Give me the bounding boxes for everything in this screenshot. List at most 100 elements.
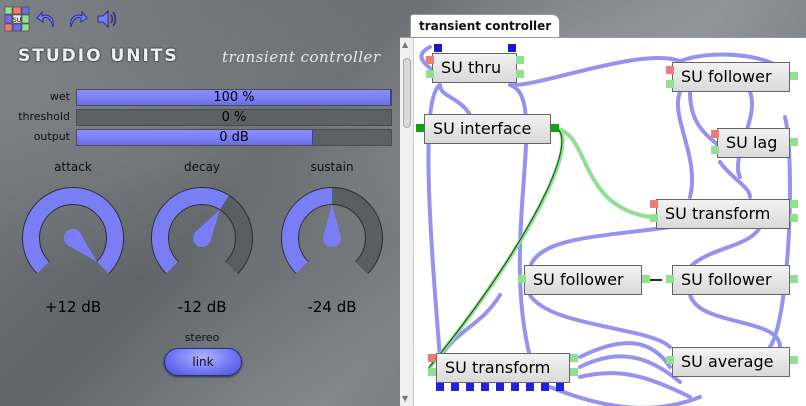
knob-value-arc <box>152 188 229 274</box>
port-in[interactable] <box>666 80 674 88</box>
port-out[interactable] <box>790 356 798 364</box>
knob-pointer <box>194 209 221 243</box>
wire <box>426 83 442 359</box>
port-in[interactable] <box>666 66 674 74</box>
port-blue[interactable] <box>434 44 442 52</box>
port-blue[interactable] <box>466 383 474 391</box>
wire-green <box>557 127 651 219</box>
output-slider[interactable]: 0 dB <box>76 129 392 146</box>
knob-value-sustain: -24 dB <box>307 298 357 316</box>
knob-pointer <box>66 231 98 263</box>
wire <box>508 56 682 88</box>
wire <box>578 341 672 369</box>
threshold-value: 0 % <box>221 110 247 125</box>
port-out[interactable] <box>642 275 650 283</box>
wet-value: 100 % <box>213 90 255 105</box>
module-su-interface[interactable]: SU interface <box>424 114 551 144</box>
port-blue[interactable] <box>526 383 534 391</box>
su-badge-text: SU <box>13 17 21 24</box>
redo-icon[interactable] <box>64 6 90 32</box>
scroll-up-arrow-icon[interactable]: ▲ <box>402 40 409 49</box>
output-value: 0 dB <box>219 130 249 145</box>
param-label-threshold: threshold <box>18 110 70 123</box>
port-blue[interactable] <box>541 383 549 391</box>
port-in[interactable] <box>666 275 674 283</box>
port-out[interactable] <box>570 354 578 362</box>
module-label: SU follower <box>681 270 772 289</box>
scroll-thumb[interactable] <box>403 58 411 128</box>
port-in[interactable] <box>711 130 719 138</box>
module-label: SU transform <box>445 358 551 377</box>
port-out[interactable] <box>516 56 524 64</box>
port-in[interactable] <box>518 275 526 283</box>
threshold-slider[interactable]: 0 % <box>76 109 392 126</box>
port-blue[interactable] <box>496 383 504 391</box>
wire <box>508 83 532 359</box>
port-in[interactable] <box>650 214 658 222</box>
module-su-average[interactable]: SU average <box>672 347 790 377</box>
wire <box>548 385 702 406</box>
speaker-icon[interactable] <box>94 6 120 32</box>
tab-transient-controller[interactable]: transient controller <box>410 14 561 38</box>
wire <box>676 90 694 199</box>
knob-attack-group: attack +12 dB <box>13 160 133 320</box>
port-blue[interactable] <box>481 383 489 391</box>
port-blue[interactable] <box>511 383 519 391</box>
port-blue[interactable] <box>451 383 459 391</box>
wire <box>578 354 682 384</box>
module-su-follower-left[interactable]: SU follower <box>524 265 642 295</box>
port-in[interactable] <box>428 354 436 362</box>
attack-knob[interactable] <box>13 178 133 296</box>
toolbar: SU <box>4 6 120 32</box>
port-in[interactable] <box>416 124 424 132</box>
knob-value-arc <box>23 188 123 274</box>
port-out[interactable] <box>790 138 798 146</box>
param-threshold: threshold 0 % <box>0 109 400 127</box>
port-in[interactable] <box>426 56 434 64</box>
port-in[interactable] <box>650 200 658 208</box>
port-in[interactable] <box>428 368 436 376</box>
wire <box>688 225 762 269</box>
module-label: SU lag <box>726 133 778 152</box>
port-out[interactable] <box>790 200 798 208</box>
knob-title-attack: attack <box>54 160 92 174</box>
wire-green <box>428 127 565 369</box>
port-out[interactable] <box>516 70 524 78</box>
wire <box>688 293 782 349</box>
port-in[interactable] <box>426 70 434 78</box>
port-out[interactable] <box>570 368 578 376</box>
port-out[interactable] <box>790 275 798 283</box>
wet-slider[interactable]: 100 % <box>76 89 392 106</box>
module-su-transform-mid[interactable]: SU transform <box>656 199 790 229</box>
wire <box>578 371 692 399</box>
param-output: output 0 dB <box>0 129 400 147</box>
port-blue[interactable] <box>508 44 516 52</box>
module-su-follower-top[interactable]: SU follower <box>672 62 790 92</box>
stereo-link-button[interactable]: link <box>164 348 242 376</box>
wire <box>718 160 752 199</box>
port-out[interactable] <box>790 72 798 80</box>
port-in[interactable] <box>666 356 674 364</box>
patch-wires <box>419 45 792 406</box>
sustain-knob[interactable] <box>272 178 392 296</box>
port-blue[interactable] <box>556 383 564 391</box>
port-out[interactable] <box>790 214 798 222</box>
vertical-scrollbar[interactable]: ▲ ▼ <box>400 38 414 406</box>
param-label-wet: wet <box>49 90 70 103</box>
module-su-follower-right[interactable]: SU follower <box>672 265 790 295</box>
wet-slider-fill <box>77 90 391 105</box>
port-out[interactable] <box>551 124 559 132</box>
module-su-transform-bottom[interactable]: SU transform <box>436 353 570 383</box>
port-blue[interactable] <box>436 383 444 391</box>
undo-icon[interactable] <box>34 6 60 32</box>
su-grid-icon[interactable]: SU <box>4 6 30 32</box>
scroll-down-arrow-icon[interactable]: ▼ <box>402 394 409 403</box>
module-su-lag[interactable]: SU lag <box>717 128 790 158</box>
stereo-label: stereo <box>184 331 220 344</box>
module-su-thru[interactable]: SU thru <box>432 53 517 83</box>
param-wet: wet 100 % <box>0 89 400 107</box>
param-label-output: output <box>33 130 70 143</box>
wire <box>528 293 672 349</box>
port-in[interactable] <box>711 146 719 154</box>
decay-knob[interactable] <box>142 178 262 296</box>
